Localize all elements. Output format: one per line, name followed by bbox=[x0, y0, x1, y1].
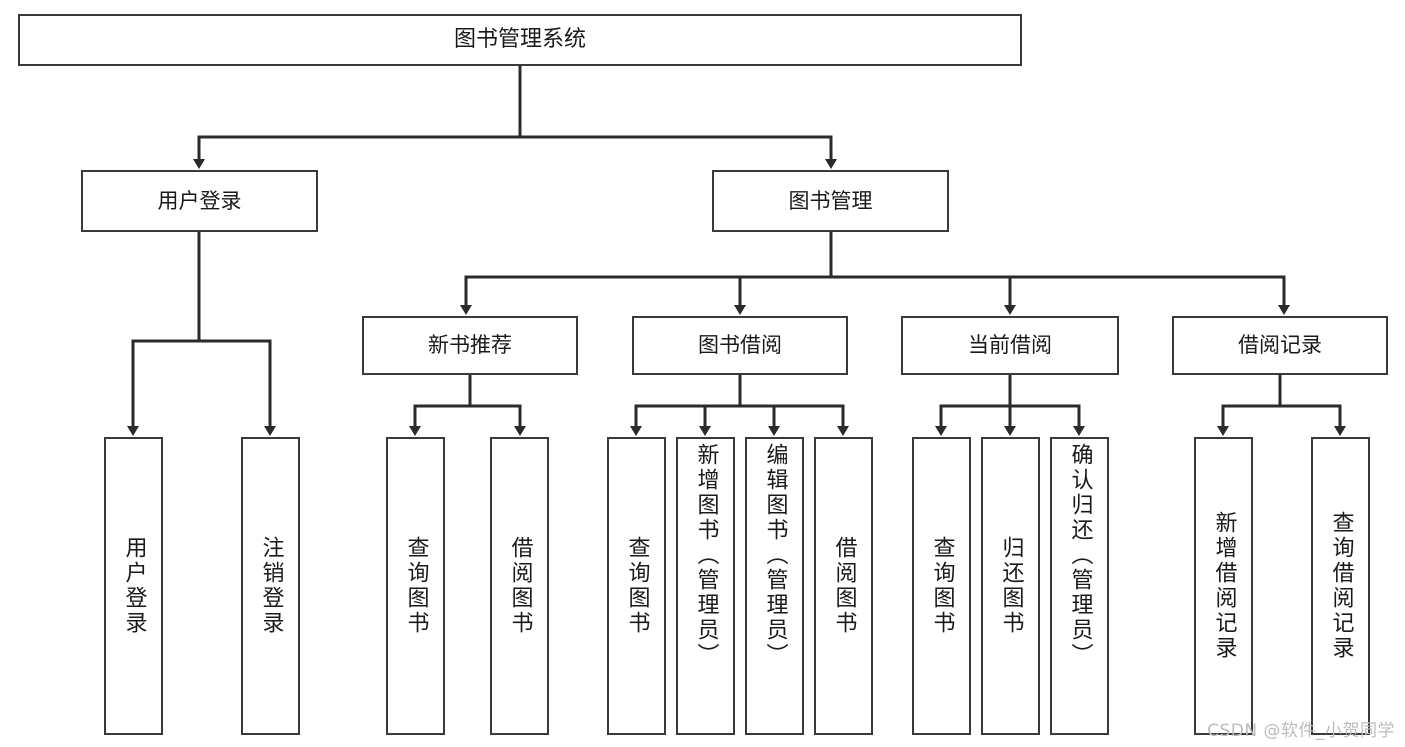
vertical-text-wrap: 查询图书 bbox=[388, 439, 443, 733]
node-user-login[interactable]: 用户登录 bbox=[81, 170, 318, 232]
leaf-book-borrow-edit-book[interactable]: 编辑图书（管理员） bbox=[745, 437, 804, 735]
node-label: 注销登录 bbox=[258, 536, 284, 636]
node-label: 新书推荐 bbox=[428, 333, 512, 358]
node-label: 借阅图书 bbox=[507, 536, 533, 636]
node-label: 用户登录 bbox=[121, 536, 147, 636]
leaf-current-borrow-query[interactable]: 查询图书 bbox=[912, 437, 971, 735]
node-borrow-record[interactable]: 借阅记录 bbox=[1172, 316, 1388, 375]
leaf-user-login-logout[interactable]: 注销登录 bbox=[241, 437, 300, 735]
leaf-borrow-record-add[interactable]: 新增借阅记录 bbox=[1194, 437, 1253, 735]
leaf-book-borrow-borrow-book[interactable]: 借阅图书 bbox=[814, 437, 873, 735]
vertical-text-wrap: 借阅图书 bbox=[816, 439, 871, 733]
node-book-borrowing[interactable]: 图书借阅 bbox=[632, 316, 848, 375]
node-label: 图书管理系统 bbox=[453, 27, 586, 53]
vertical-text-wrap: 新增图书（管理员） bbox=[678, 439, 733, 737]
node-book-management[interactable]: 图书管理 bbox=[712, 170, 949, 232]
node-label: 新增图书（管理员） bbox=[693, 443, 719, 668]
vertical-text-wrap: 查询借阅记录 bbox=[1313, 439, 1368, 733]
leaf-current-borrow-return[interactable]: 归还图书 bbox=[981, 437, 1040, 735]
node-label: 归还图书 bbox=[998, 536, 1024, 636]
node-label: 查询图书 bbox=[929, 536, 955, 636]
leaf-new-book-query[interactable]: 查询图书 bbox=[386, 437, 445, 735]
vertical-text-wrap: 查询图书 bbox=[609, 439, 664, 733]
node-label: 借阅图书 bbox=[831, 536, 857, 636]
node-label: 借阅记录 bbox=[1238, 333, 1322, 358]
leaf-book-borrow-add-book[interactable]: 新增图书（管理员） bbox=[676, 437, 735, 735]
node-current-borrowing[interactable]: 当前借阅 bbox=[901, 316, 1119, 375]
vertical-text-wrap: 注销登录 bbox=[243, 439, 298, 733]
vertical-text-wrap: 查询图书 bbox=[914, 439, 969, 733]
vertical-text-wrap: 新增借阅记录 bbox=[1196, 439, 1251, 733]
node-root-book-management-system[interactable]: 图书管理系统 bbox=[18, 14, 1022, 66]
vertical-text-wrap: 编辑图书（管理员） bbox=[747, 439, 802, 737]
node-label: 确认归还（管理员） bbox=[1067, 443, 1093, 668]
node-new-book-recommendation[interactable]: 新书推荐 bbox=[362, 316, 578, 375]
node-label: 图书管理 bbox=[788, 188, 873, 213]
vertical-text-wrap: 确认归还（管理员） bbox=[1052, 439, 1107, 737]
node-label: 编辑图书（管理员） bbox=[762, 443, 788, 668]
node-label: 查询图书 bbox=[624, 536, 650, 636]
vertical-text-wrap: 借阅图书 bbox=[492, 439, 547, 733]
node-label: 查询图书 bbox=[403, 536, 429, 636]
leaf-current-borrow-confirm-return[interactable]: 确认归还（管理员） bbox=[1050, 437, 1109, 735]
leaf-new-book-borrow[interactable]: 借阅图书 bbox=[490, 437, 549, 735]
node-label: 图书借阅 bbox=[698, 333, 782, 358]
leaf-user-login-login[interactable]: 用户登录 bbox=[104, 437, 163, 735]
leaf-borrow-record-query[interactable]: 查询借阅记录 bbox=[1311, 437, 1370, 735]
node-label: 用户登录 bbox=[157, 188, 242, 213]
vertical-text-wrap: 归还图书 bbox=[983, 439, 1038, 733]
node-label: 当前借阅 bbox=[968, 333, 1052, 358]
node-label: 新增借阅记录 bbox=[1211, 511, 1237, 661]
node-label: 查询借阅记录 bbox=[1328, 511, 1354, 661]
leaf-book-borrow-query[interactable]: 查询图书 bbox=[607, 437, 666, 735]
watermark-text: CSDN @软件_小贺同学 bbox=[1207, 721, 1395, 741]
vertical-text-wrap: 用户登录 bbox=[106, 439, 161, 733]
